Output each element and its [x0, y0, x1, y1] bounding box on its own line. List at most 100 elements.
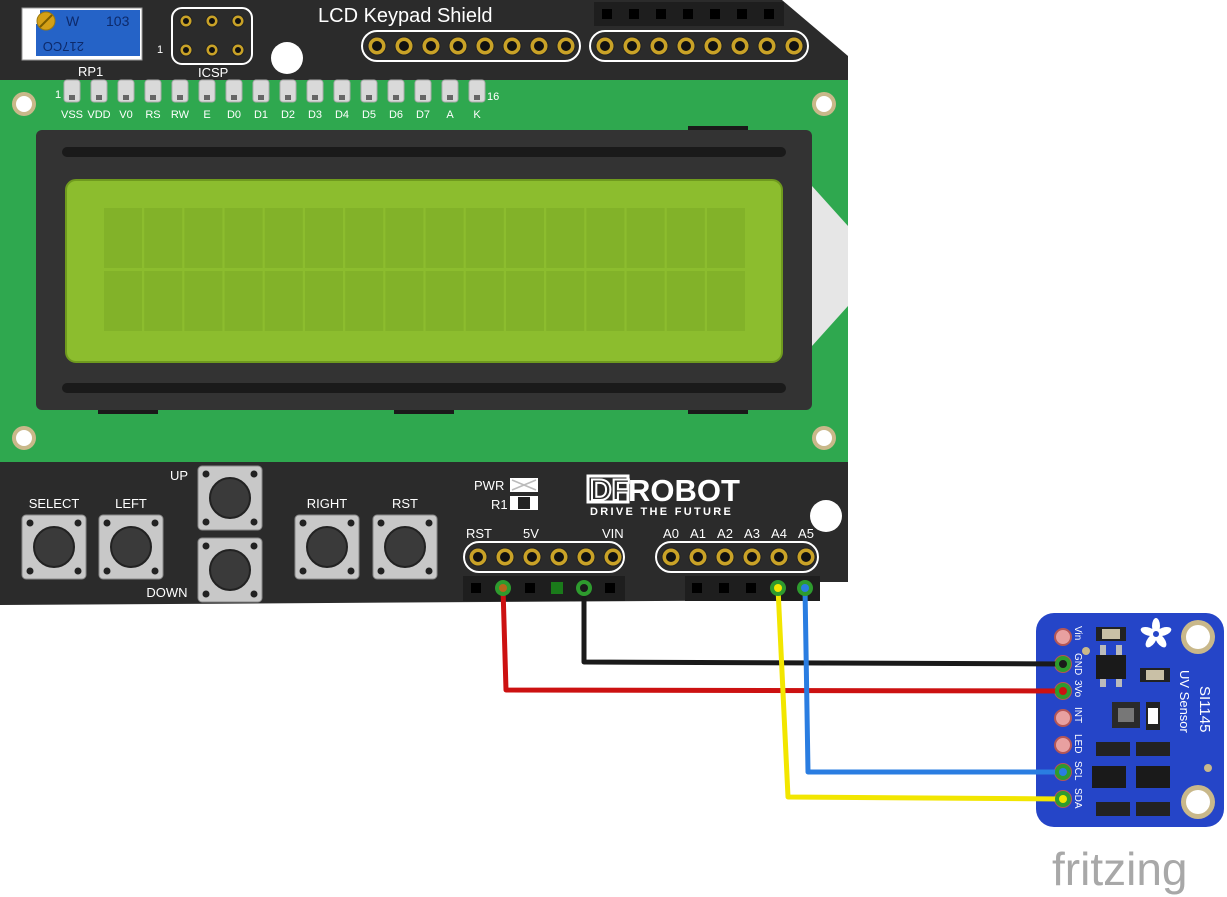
- lcd-character-cell: [626, 208, 665, 268]
- wire-pin-ends: [495, 580, 1071, 807]
- analog-label: A4: [771, 526, 787, 541]
- sensor-title: SI1145: [1196, 686, 1213, 732]
- power-label-5v: 5V: [523, 526, 539, 541]
- lcd-character-cell: [385, 208, 424, 268]
- header-pad-hole: [500, 552, 510, 562]
- lcd-pin-hole: [177, 95, 183, 100]
- lcd-character-cell: [184, 271, 223, 331]
- lcd-character-cell: [666, 208, 705, 268]
- top-header-pads-right: [589, 30, 809, 62]
- lcd-pin-hole: [204, 95, 210, 100]
- lcd-pin-hole: [258, 95, 264, 100]
- lcd-character-cell: [546, 271, 585, 331]
- lcd-pin-hole: [366, 95, 372, 100]
- lcd-pin: [117, 79, 135, 103]
- dfrobot-logo: DF ROBOT DRIVE THE FUTURE: [586, 473, 740, 518]
- sensor-components: [1082, 627, 1212, 816]
- wire-yellow: [775, 587, 1064, 802]
- lcd-pin: [306, 79, 324, 103]
- lcd-pin-hole: [69, 95, 75, 100]
- header-pad-hole: [453, 41, 463, 51]
- sensor-pin-label: 3Vo: [1072, 680, 1083, 698]
- lcd-pin-label: D7: [416, 109, 430, 121]
- lcd-pin: [144, 79, 162, 103]
- wire-end-core: [1059, 795, 1067, 803]
- lcd-character-cell: [104, 208, 142, 268]
- wire-blue: [802, 587, 1063, 775]
- lcd-pin-label: D5: [362, 109, 376, 121]
- lcd-pin-hole: [312, 95, 318, 100]
- button-down: DOWN: [146, 537, 263, 603]
- lcd-character-cell: [144, 208, 183, 268]
- header-pad-hole: [399, 41, 409, 51]
- lcd-character-cell: [586, 271, 625, 331]
- lcd-character-cell: [707, 271, 745, 331]
- lcd-pin: [333, 79, 351, 103]
- logo-tagline: DRIVE THE FUTURE: [590, 506, 733, 518]
- sensor-pin-label: SCL: [1072, 761, 1083, 781]
- lcd-character-cell: [264, 208, 303, 268]
- header-pad-hole: [801, 552, 811, 562]
- header-pad-hole: [708, 41, 718, 51]
- lcd-character-cell: [546, 208, 585, 268]
- lcd-display: [36, 126, 848, 414]
- sensor-pin-int: [1054, 709, 1072, 727]
- lcd-pin: [468, 79, 486, 103]
- button-label: SELECT: [29, 496, 80, 511]
- lcd-pin: [90, 79, 108, 103]
- pot-value-text: 103: [106, 13, 130, 29]
- header-pad-hole: [774, 552, 784, 562]
- header-pad-hole: [666, 552, 676, 562]
- header-pad-hole: [693, 552, 703, 562]
- lcd-pin: [360, 79, 378, 103]
- pot-code-text: 217CO: [43, 39, 84, 54]
- header-pad-hole: [600, 41, 610, 51]
- header-pad-hole: [608, 552, 618, 562]
- lcd-pin-label: D3: [308, 109, 322, 121]
- lcd-character-cell: [425, 271, 464, 331]
- lcd-character-cell: [184, 208, 223, 268]
- lcd-character-cell: [707, 208, 745, 268]
- lcd-pin-hole: [393, 95, 399, 100]
- lcd-pin: [387, 79, 405, 103]
- header-pad-hole: [554, 552, 564, 562]
- lcd-pin-first-label: 1: [55, 89, 61, 101]
- sensor-pin-label: SDA: [1072, 788, 1083, 809]
- lcd-pin: [252, 79, 270, 103]
- button-select: SELECT: [21, 496, 87, 580]
- header-pad-hole: [534, 41, 544, 51]
- lcd-character-cell: [385, 271, 424, 331]
- header-pad-hole: [507, 41, 517, 51]
- header-pad-hole: [426, 41, 436, 51]
- header-pad-hole: [372, 41, 382, 51]
- sensor-subtitle: UV Sensor: [1177, 670, 1192, 734]
- analog-label: A0: [663, 526, 679, 541]
- wire-end-core: [801, 584, 809, 592]
- lcd-pin-label: D2: [281, 109, 295, 121]
- button-label: RIGHT: [307, 496, 348, 511]
- lcd-pin-last-label: 16: [487, 91, 499, 103]
- header-pad-hole: [681, 41, 691, 51]
- button-label: DOWN: [146, 585, 187, 600]
- bottom-header-pads: [463, 541, 819, 573]
- button-right: RIGHT: [294, 496, 360, 580]
- lcd-pin-label: D1: [254, 109, 268, 121]
- wire-black: [581, 588, 1064, 667]
- pot-label: RP1: [78, 64, 103, 79]
- icsp-pin1-label: 1: [157, 44, 163, 56]
- shield-title: LCD Keypad Shield: [318, 5, 493, 27]
- header-pad-hole: [789, 41, 799, 51]
- wire-end-core: [499, 584, 507, 592]
- header-pad-hole: [473, 552, 483, 562]
- logo-part1: DF: [590, 474, 630, 507]
- potentiometer-rp1: W 103 217CO RP1: [21, 7, 143, 79]
- lcd-pin-hole: [285, 95, 291, 100]
- lcd-character-cell: [666, 271, 705, 331]
- lcd-pin-hole: [231, 95, 237, 100]
- power-label-rst: RST: [466, 526, 492, 541]
- lcd-pin-label: RW: [171, 109, 190, 121]
- power-labels: RST 5V VIN: [466, 526, 624, 541]
- button-label: LEFT: [115, 496, 147, 511]
